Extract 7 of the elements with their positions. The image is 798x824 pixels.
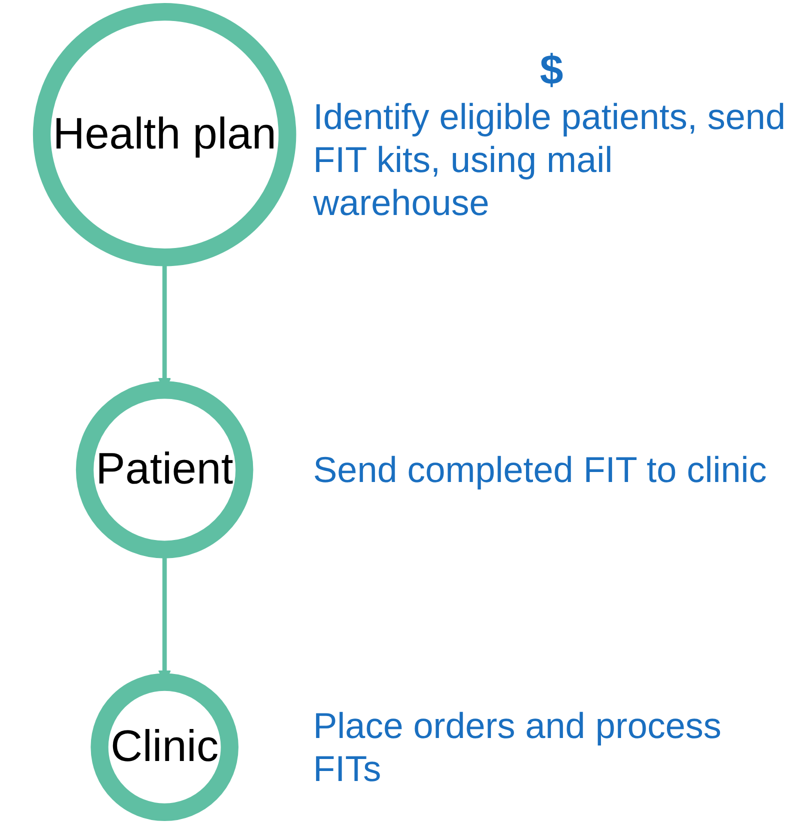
node-caption: Place orders and process FITs xyxy=(313,704,722,791)
node-circle: Health plan xyxy=(32,2,296,266)
node-circle: Clinic xyxy=(90,673,238,822)
node-circle: Patient xyxy=(76,381,254,558)
dollar-sign: $ xyxy=(538,44,564,95)
node-caption: Send completed FIT to clinic xyxy=(313,448,768,492)
node-caption: Identify eligible patients, send FIT kits, using mail warehouse xyxy=(313,94,786,225)
